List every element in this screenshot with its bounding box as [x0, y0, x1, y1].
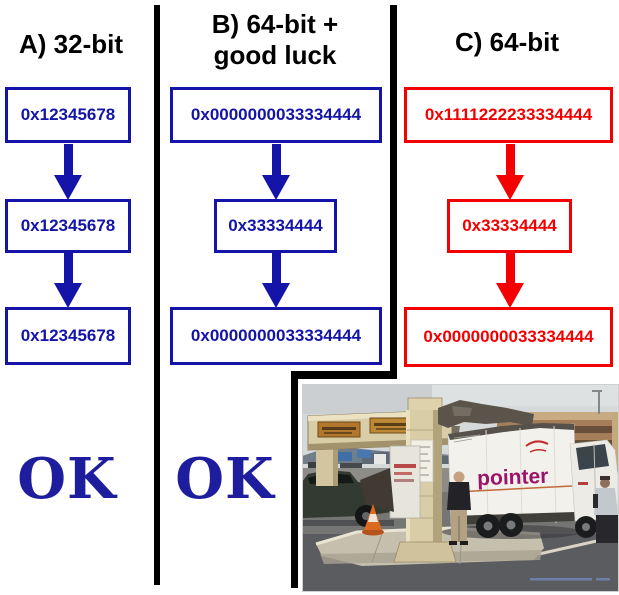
arrow-stem: [271, 252, 281, 283]
head: [600, 478, 610, 488]
divider-a-b: [154, 5, 160, 585]
truck-stripe: [454, 485, 573, 493]
arrow-head: [262, 175, 290, 200]
arrow-down-icon: [496, 144, 524, 200]
value-box-a-1: 0x12345678: [5, 87, 131, 143]
truck-pointer-label: pointer: [477, 465, 549, 490]
arrow-stem: [271, 144, 281, 175]
arrow-head: [496, 175, 524, 200]
photo-watermark: [530, 578, 610, 581]
crumpled-roof-edge: [448, 423, 574, 440]
arrow-stem: [63, 144, 73, 175]
truck-crash-photo: pointer: [302, 384, 619, 592]
arrow-head: [54, 283, 82, 308]
arrow-down-icon: [262, 252, 290, 308]
light-shirt: [594, 488, 618, 515]
arrow-stem: [505, 252, 515, 283]
value-box-c-2: 0x33334444: [447, 199, 572, 253]
arrow-down-icon: [54, 252, 82, 308]
light-pole: [598, 390, 600, 414]
debris-flatbed: [360, 468, 394, 512]
value-box-a-2: 0x12345678: [5, 199, 131, 253]
arrow-down-icon: [496, 252, 524, 308]
value-box-b-2: 0x33334444: [214, 199, 337, 253]
column-c-heading: C) 64-bit: [455, 27, 559, 57]
traffic-cone: [362, 504, 384, 536]
arrow-head: [262, 283, 290, 308]
small-web-text: [453, 434, 481, 439]
windshield: [576, 444, 609, 470]
arrow-head: [54, 175, 82, 200]
value-box-b-3: 0x0000000033334444: [170, 307, 382, 365]
trailer-back: [360, 445, 421, 519]
arrow-down-icon: [54, 144, 82, 200]
head: [453, 471, 465, 483]
arrow-stem: [505, 144, 515, 175]
dark-jacket: [447, 482, 471, 510]
dark-pants: [596, 515, 618, 543]
divider-b-c-elbow: [291, 371, 397, 379]
divider-b-c-lower: [291, 371, 298, 588]
value-box-c-3: 0x0000000033334444: [404, 307, 613, 367]
bystander-center: [447, 471, 471, 545]
clearance-sign: [317, 421, 361, 438]
arrow-head: [496, 283, 524, 308]
divider-b-c-upper: [390, 5, 397, 379]
column-b-heading: B) 64-bit + good luck: [211, 9, 339, 70]
clearance-gantry: [307, 397, 457, 563]
arrow-down-icon: [262, 144, 290, 200]
arrow-stem: [63, 252, 73, 283]
value-box-c-1: 0x1111222233334444: [404, 87, 613, 143]
verdict-ok-b: OK: [175, 446, 275, 512]
value-box-b-1: 0x0000000033334444: [170, 87, 382, 143]
red-logo-mark: [525, 440, 549, 447]
post-pedestal: [393, 541, 457, 563]
clearance-sign: [369, 417, 415, 434]
bystander-right: [593, 476, 618, 543]
column-a-heading: A) 32-bit: [19, 29, 123, 59]
verdict-ok-a: OK: [17, 446, 117, 512]
value-box-a-3: 0x12345678: [5, 307, 131, 365]
gantry-left-leg: [316, 444, 338, 486]
